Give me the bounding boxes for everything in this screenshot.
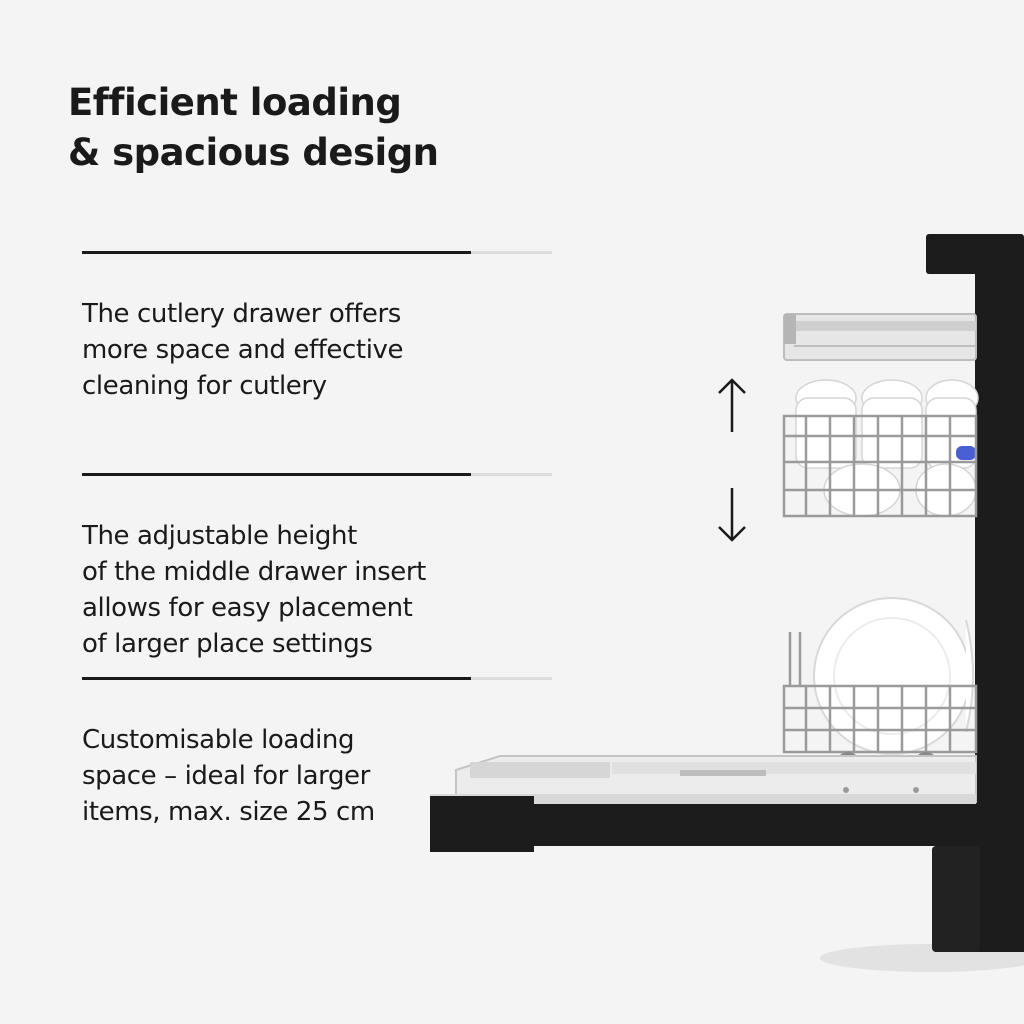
feature-2-line-2: of the middle drawer insert (82, 557, 426, 587)
cutlery-drawer (783, 313, 977, 361)
feature-3-line-1: Customisable loading (82, 725, 355, 755)
headline-line-1: Efficient loading (68, 81, 402, 124)
headline-line-2: & spacious design (68, 131, 439, 174)
feature-2-line-4: of larger place settings (82, 629, 373, 659)
feature-1-line-2: more space and effective (82, 335, 404, 365)
divider-2 (82, 473, 552, 476)
arrow-up-icon (718, 378, 746, 432)
lower-rack (782, 597, 978, 776)
feature-1-line-1: The cutlery drawer offers (82, 299, 401, 329)
feature-2-line-1: The adjustable height (82, 521, 357, 551)
open-door (430, 755, 977, 852)
middle-rack (782, 379, 979, 518)
feature-loading-space: Customisable loading space – ideal for l… (82, 722, 375, 830)
dishwasher-illustration (430, 234, 1024, 972)
feature-3-line-3: items, max. size 25 cm (82, 797, 375, 827)
feature-3-line-2: space – ideal for larger (82, 761, 370, 791)
headline: Efficient loading & spacious design (68, 78, 439, 178)
feature-cutlery-drawer: The cutlery drawer offers more space and… (82, 296, 404, 404)
feature-1-line-3: cleaning for cutlery (82, 371, 327, 401)
divider-1 (82, 251, 552, 254)
feature-adjustable-height: The adjustable height of the middle draw… (82, 518, 426, 662)
arrow-down-icon (718, 488, 746, 542)
feature-2-line-3: allows for easy placement (82, 593, 413, 623)
dishwasher-body (926, 234, 1024, 952)
divider-3 (82, 677, 552, 680)
